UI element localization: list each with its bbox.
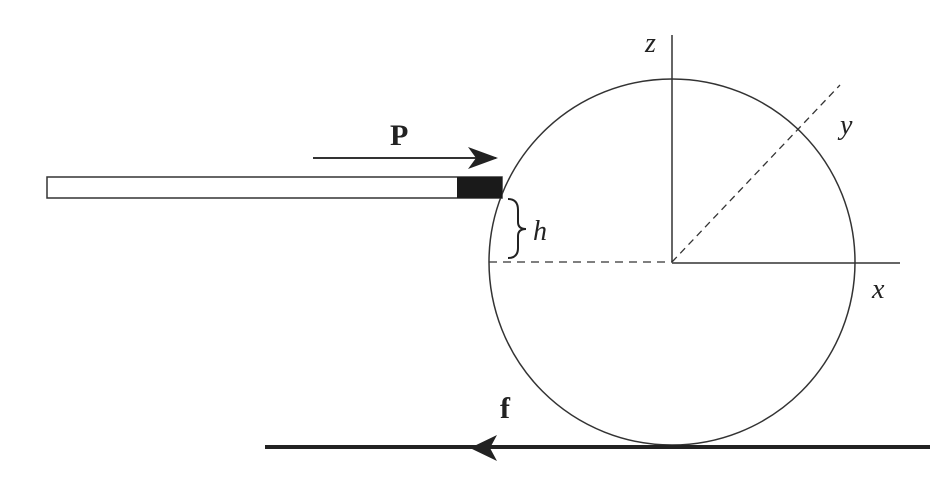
height-brace: [507, 198, 527, 259]
y-axis-label: y: [837, 110, 853, 141]
x-axis-label: x: [871, 274, 885, 305]
cue-tip: [457, 177, 502, 198]
height-h-label: h: [533, 216, 547, 247]
friction-f-label: f: [500, 392, 511, 425]
y-axis: [671, 84, 841, 263]
friction-arrowhead: [470, 435, 497, 461]
force-p-label: P: [390, 119, 408, 152]
z-axis-label: z: [644, 28, 656, 59]
force-p-arrowhead: [468, 147, 498, 169]
cue-stick: [46, 176, 503, 199]
